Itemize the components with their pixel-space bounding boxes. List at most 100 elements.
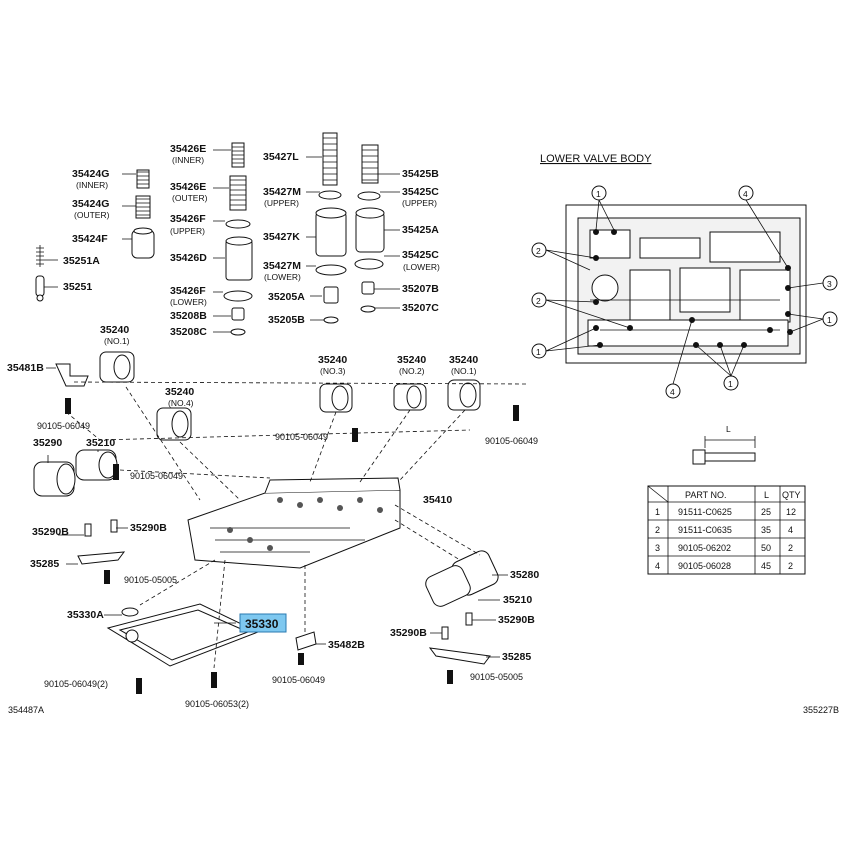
table-header-part-no: PART NO. xyxy=(685,490,727,500)
label-35427m-upper-sub: (UPPER) xyxy=(264,198,299,208)
spring-35426e-inner xyxy=(231,142,245,168)
label-bolt-06049-c: 90105-06049 xyxy=(485,436,538,446)
label-35285-right: 35285 xyxy=(502,651,531,663)
parts-table xyxy=(647,485,806,575)
table-cell: 2 xyxy=(788,543,793,553)
label-35240-no2-sub: (NO.2) xyxy=(399,366,425,376)
label-35425b: 35425B xyxy=(402,168,439,180)
solenoid-35240-no1-left xyxy=(99,351,135,383)
label-35424g-inner: 35424G xyxy=(72,168,109,180)
callout-1-a: 1 xyxy=(596,189,601,199)
table-cell: 2 xyxy=(788,561,793,571)
label-35210-right: 35210 xyxy=(503,594,532,606)
plate-35285-left xyxy=(77,551,126,565)
label-35207c: 35207C xyxy=(402,302,439,314)
spring-35251a xyxy=(36,245,44,267)
inset-callouts: 1 2 2 1 4 3 1 4 1 xyxy=(531,185,838,399)
oring-35426f-upper xyxy=(225,219,251,229)
label-35410: 35410 xyxy=(423,494,452,506)
solenoid-35290 xyxy=(33,461,76,497)
inset-title: LOWER VALVE BODY xyxy=(540,153,652,165)
solenoid-35240-no3 xyxy=(319,383,353,413)
piston-35427k xyxy=(315,207,347,257)
oring-35427m-lower xyxy=(315,264,347,276)
table-cell: 90105-06028 xyxy=(678,561,731,571)
label-35240-no3-sub: (NO.3) xyxy=(320,366,346,376)
label-35424g-outer: 35424G xyxy=(72,198,109,210)
callout-1-b: 1 xyxy=(536,347,541,357)
callout-2-b: 2 xyxy=(536,296,541,306)
label-35425c-lower-sub: (LOWER) xyxy=(403,262,440,272)
callout-1-c: 1 xyxy=(827,315,832,325)
label-35251a: 35251A xyxy=(63,255,100,267)
solenoid-35240-no4 xyxy=(156,407,192,441)
oring-35425c-upper xyxy=(357,191,381,201)
label-35425c-upper-sub: (UPPER) xyxy=(402,198,437,208)
label-35426f-upper-sub: (UPPER) xyxy=(170,226,205,236)
label-35426f-lower-sub: (LOWER) xyxy=(170,297,207,307)
corner-code-left: 354487A xyxy=(8,705,44,715)
label-35207b: 35207B xyxy=(402,283,439,295)
table-cell: 90105-06202 xyxy=(678,543,731,553)
table-cell: 2 xyxy=(655,525,660,535)
label-35424g-inner-sub: (INNER) xyxy=(76,180,108,190)
bracket-35482b xyxy=(295,631,317,651)
corner-code-right: 355227B xyxy=(803,705,839,715)
label-35481b: 35481B xyxy=(7,362,44,374)
label-35425c-lower: 35425C xyxy=(402,249,439,261)
spring-35427l xyxy=(322,132,338,186)
label-35330a: 35330A xyxy=(67,609,104,621)
spring-35426e-outer xyxy=(229,175,247,211)
assembly-dash-lines xyxy=(65,381,527,669)
label-35208b: 35208B xyxy=(170,310,207,322)
leader-lines-lower xyxy=(46,367,508,658)
table-cell: 4 xyxy=(655,561,660,571)
callout-2-a: 2 xyxy=(536,246,541,256)
label-35290b-c: 35290B xyxy=(498,614,535,626)
table-header-l: L xyxy=(764,490,769,500)
label-bolt-05005-a: 90105-05005 xyxy=(124,575,177,585)
label-35240-no1-left-sub: (NO.1) xyxy=(104,336,130,346)
table-header-qty: QTY xyxy=(782,490,801,500)
label-35426f-lower: 35426F xyxy=(170,285,206,297)
label-35426e-inner-sub: (INNER) xyxy=(172,155,204,165)
spring-35424g-outer xyxy=(135,195,151,219)
plug-35208b xyxy=(231,307,245,321)
leader-lines-right xyxy=(374,173,400,309)
plug-35424f xyxy=(131,227,155,259)
label-35330: 35330 xyxy=(245,617,279,631)
label-35427l: 35427L xyxy=(263,151,299,163)
pin-35290b xyxy=(84,519,473,640)
table-cell: 4 xyxy=(788,525,793,535)
solenoid-35240-no2 xyxy=(393,383,427,411)
table-cell: 12 xyxy=(786,507,796,517)
label-35205b: 35205B xyxy=(268,314,305,326)
ring-35205b xyxy=(323,316,339,324)
label-35240-no4-sub: (NO.4) xyxy=(168,398,194,408)
ring-35207c xyxy=(360,305,376,313)
label-bolt-06049-e: 90105-06049 xyxy=(272,675,325,685)
bolt-dimension-illustration: L xyxy=(692,424,756,465)
label-35482b: 35482B xyxy=(328,639,365,651)
label-35290: 35290 xyxy=(33,437,62,449)
label-35425a: 35425A xyxy=(402,224,439,236)
leader-lines-center xyxy=(306,156,324,321)
ring-35208c xyxy=(230,328,246,336)
dimension-l-label: L xyxy=(726,424,731,434)
oil-strainer-35330 xyxy=(106,603,260,667)
label-35424g-outer-sub: (OUTER) xyxy=(74,210,110,220)
label-35290b-a: 35290B xyxy=(32,526,69,538)
label-35210-left: 35210 xyxy=(86,437,115,449)
lower-valve-body-inset xyxy=(565,204,807,364)
label-35208c: 35208C xyxy=(170,326,207,338)
oring-35427m-upper xyxy=(318,190,342,200)
table-cell: 3 xyxy=(655,543,660,553)
label-35240-no3: 35240 xyxy=(318,354,347,366)
label-35426e-inner: 35426E xyxy=(170,143,206,155)
piston-35425a xyxy=(355,207,385,253)
label-35427m-lower: 35427M xyxy=(263,260,301,272)
label-35240-no1-left: 35240 xyxy=(100,324,129,336)
label-35290b-d: 35290B xyxy=(390,627,427,639)
